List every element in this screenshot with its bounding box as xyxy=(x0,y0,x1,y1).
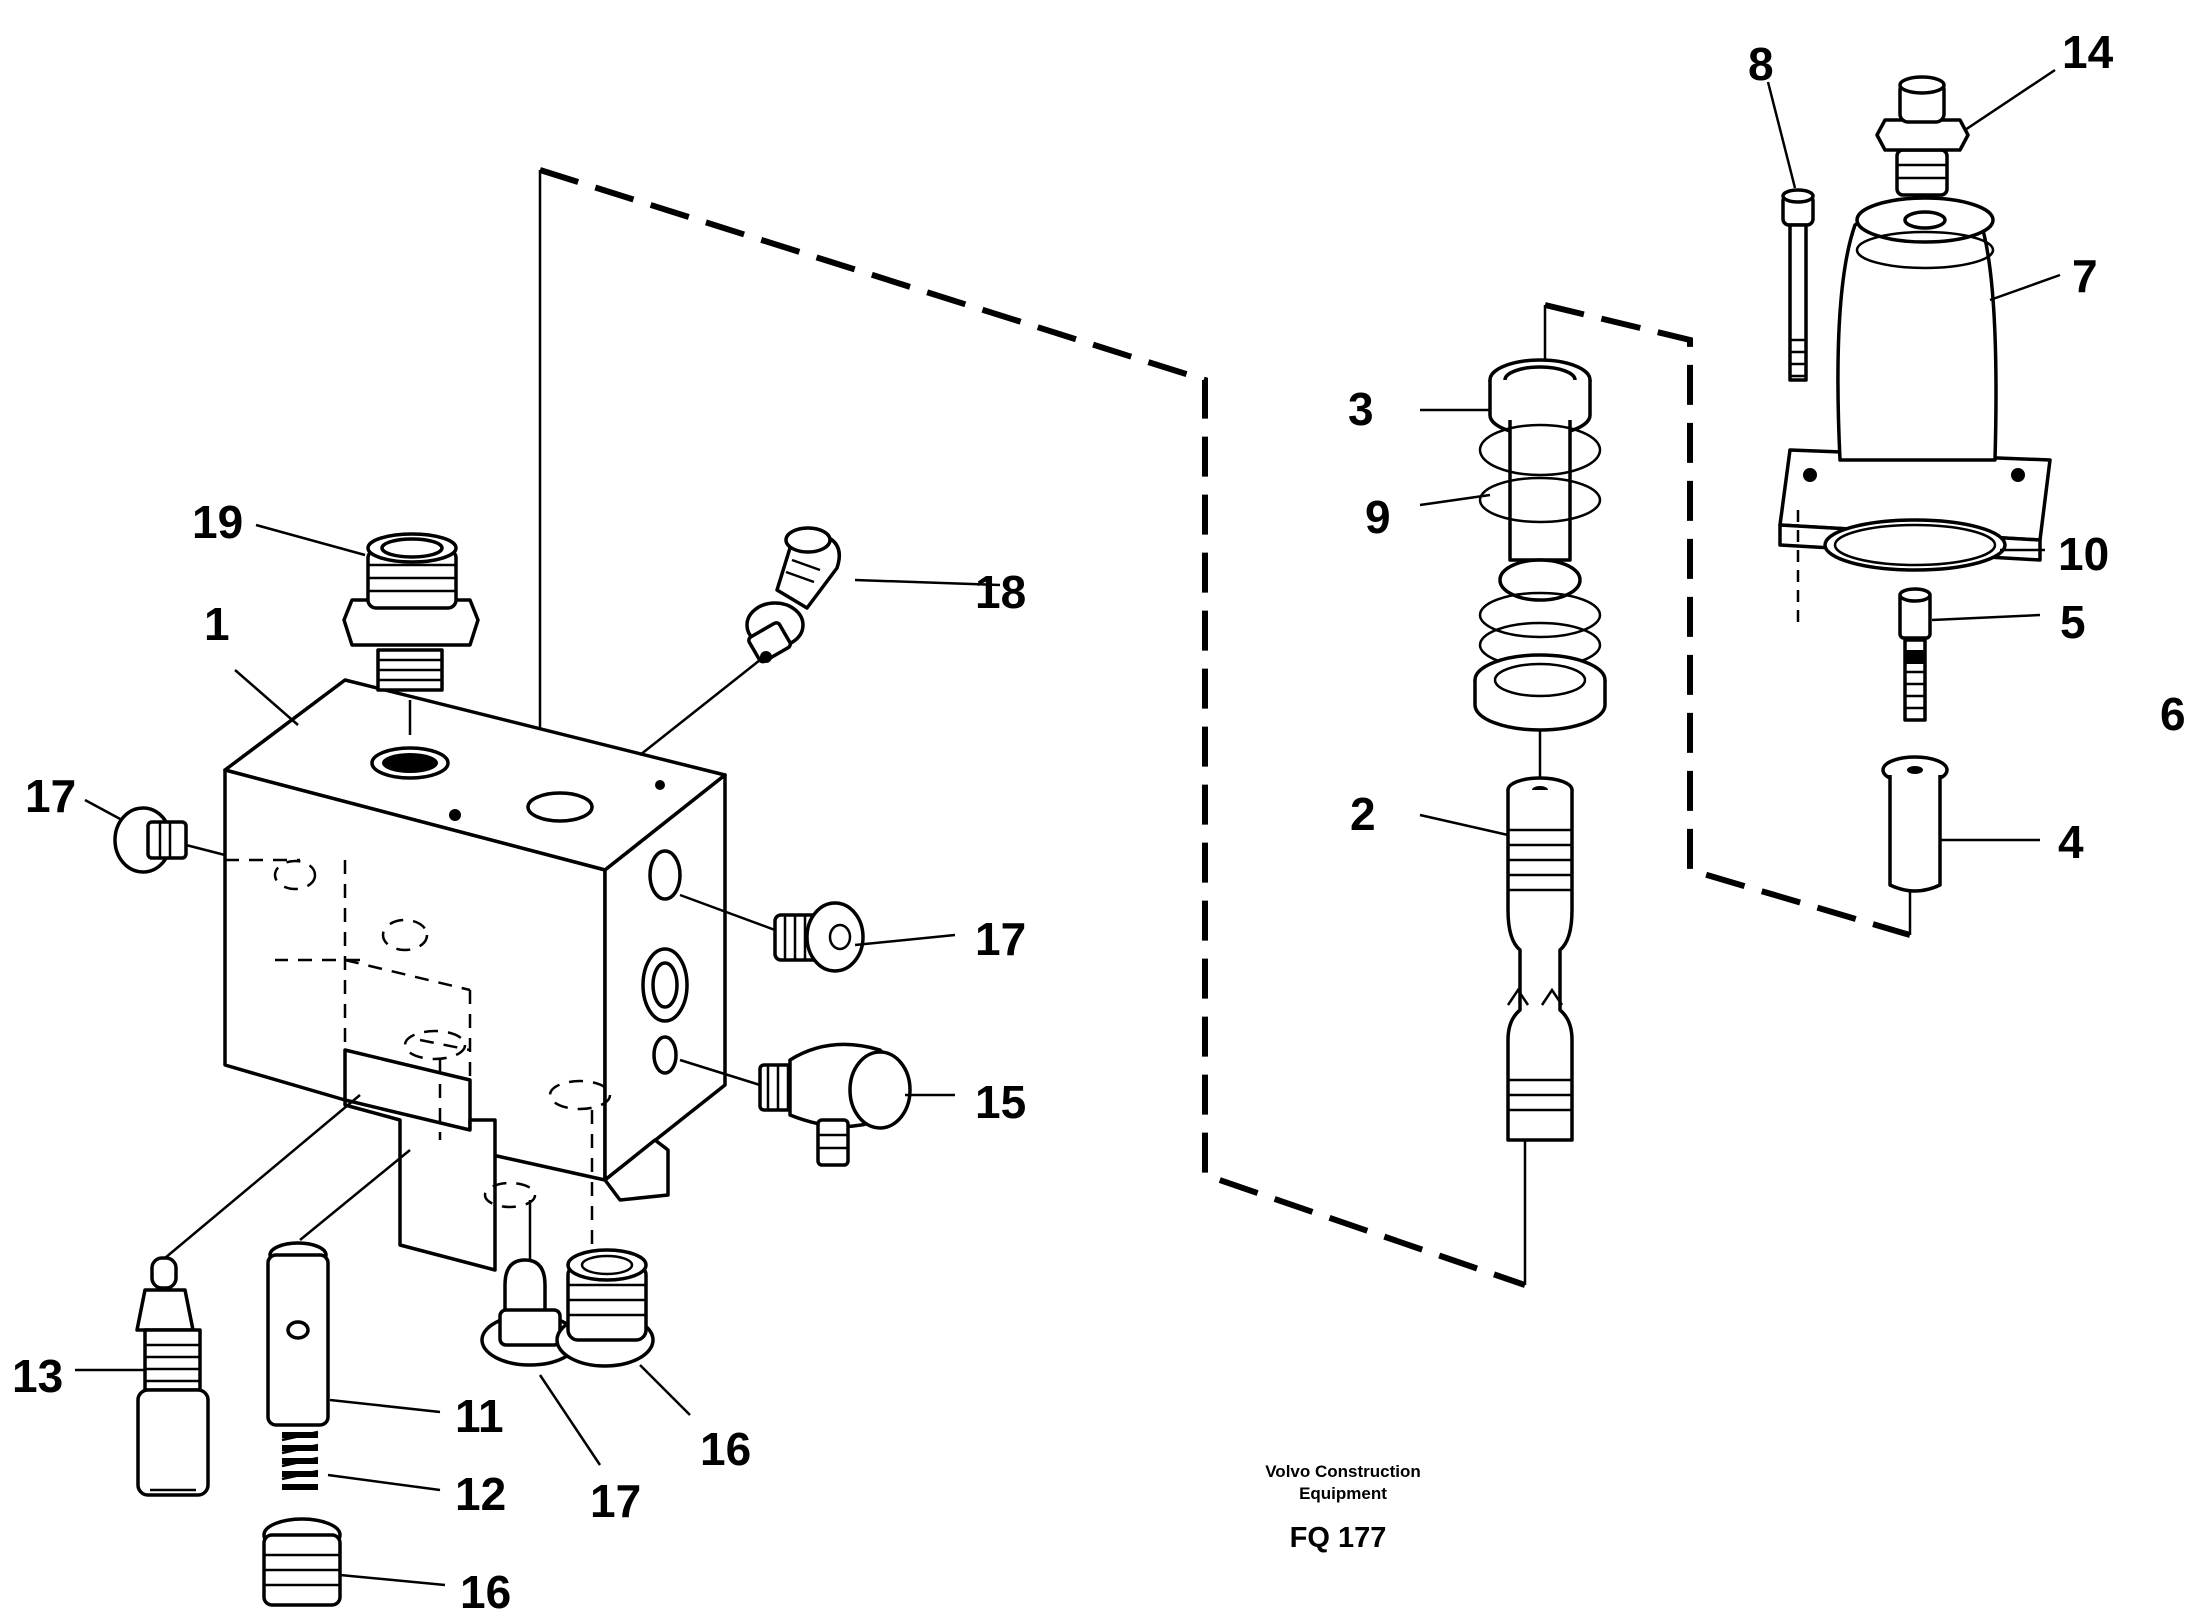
callout-11: 11 xyxy=(455,1390,504,1442)
caption-line-1: Volvo Construction xyxy=(1265,1462,1421,1481)
callout-15: 15 xyxy=(975,1076,1026,1128)
callout-5: 5 xyxy=(2060,596,2086,648)
bolt-8 xyxy=(1781,188,1815,625)
plug-17-right xyxy=(679,893,865,973)
callout-7: 7 xyxy=(2072,250,2098,302)
callout-9: 9 xyxy=(1365,491,1391,543)
callout-16-right: 16 xyxy=(700,1423,751,1475)
caption-line-2: Equipment xyxy=(1299,1484,1387,1503)
callout-14: 14 xyxy=(2062,26,2114,78)
callout-20: 19 xyxy=(192,496,243,548)
bleed-screw-14 xyxy=(1875,75,1970,197)
callout-16-bottom: 16 xyxy=(460,1566,511,1613)
callout-17-bottom: 17 xyxy=(590,1475,641,1527)
valve-block xyxy=(223,678,727,1272)
plug-17-bottom xyxy=(480,1200,580,1367)
figure-code: FQ 177 xyxy=(1290,1522,1387,1554)
callout-labels: 19 1 17 18 17 15 13 11 12 16 17 16 3 9 2… xyxy=(12,26,2186,1618)
callout-13: 13 xyxy=(12,1350,63,1402)
callout-2: 2 xyxy=(1350,788,1376,840)
o-ring-10 xyxy=(1823,518,2007,572)
fitting-20 xyxy=(342,532,480,735)
cylinder-cap-7 xyxy=(1778,196,2052,562)
callout-10: 10 xyxy=(2058,528,2109,580)
spring-9 xyxy=(1473,420,1607,732)
callout-12: 12 xyxy=(455,1468,506,1520)
dashed-assembly-outline xyxy=(538,167,1527,1288)
plug-16-bottom xyxy=(262,1517,342,1607)
callout-4: 4 xyxy=(2058,816,2084,868)
spring-12 xyxy=(281,1430,319,1490)
callout-17-right: 17 xyxy=(975,913,1026,965)
piston-2 xyxy=(1506,730,1574,1142)
callout-3: 3 xyxy=(1348,383,1374,435)
plug-19 xyxy=(113,806,226,874)
leader-lines xyxy=(75,68,2061,1587)
callout-18: 18 xyxy=(975,566,1026,618)
swivel-15 xyxy=(679,1042,912,1167)
callout-1: 1 xyxy=(204,598,230,650)
callout-19: 17 xyxy=(25,770,76,822)
callout-6: 6 xyxy=(2160,688,2186,740)
cartridge-13 xyxy=(135,1094,361,1497)
pin-5 xyxy=(1898,587,1932,722)
elbow-18 xyxy=(639,526,841,756)
plunger-4 xyxy=(1881,755,1949,893)
spool-11 xyxy=(266,1149,411,1427)
callout-8: 8 xyxy=(1748,38,1774,90)
plug-16-right xyxy=(555,1248,655,1368)
caption: Volvo Construction Equipment FQ 177 xyxy=(1265,1462,1421,1554)
